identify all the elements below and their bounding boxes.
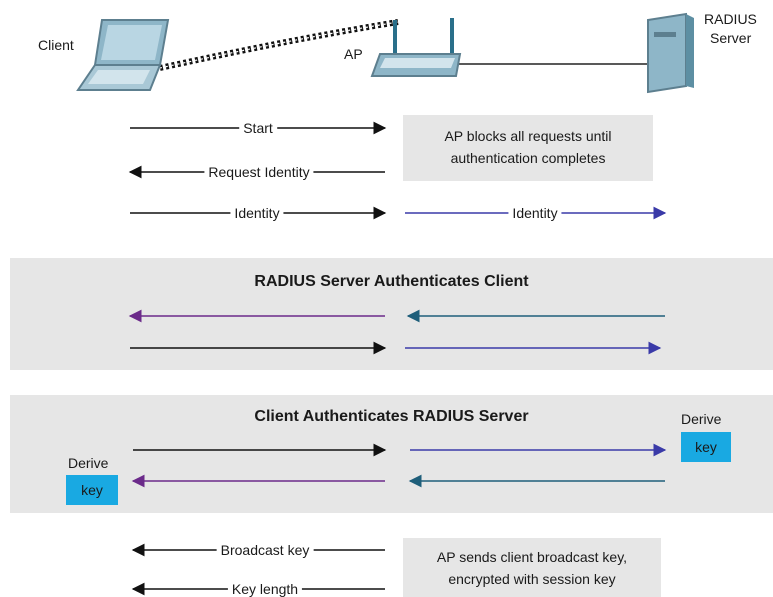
ap-label: AP [344, 46, 363, 62]
laptop-icon [76, 19, 170, 91]
server-key-box: key [681, 432, 731, 462]
client-derive-label: Derive [68, 455, 109, 471]
coiled-cable [159, 19, 399, 71]
start-label: Start [239, 120, 277, 136]
access-point-icon [370, 18, 462, 77]
phase-title-radius-auth-client: RADIUS Server Authenticates Client [254, 273, 529, 290]
ap-blocks-note-line1: AP blocks all requests until [444, 128, 612, 144]
key-length-label: Key length [227, 581, 303, 597]
ap-blocks-note-line2: authentication completes [450, 150, 606, 166]
radius-server-label-line2: Server [710, 30, 752, 46]
identity-label-client-ap: Identity [230, 205, 284, 221]
ap-sends-note-line1: AP sends client broadcast key, [436, 549, 628, 565]
request-identity-label: Request Identity [204, 164, 314, 180]
client-label: Client [38, 37, 74, 53]
client-key-box: key [66, 475, 118, 505]
phase-band-client-auth [10, 395, 773, 513]
ap-sends-note: AP sends client broadcast key, encrypted… [403, 538, 661, 597]
identity-label-ap-radius: Identity [508, 205, 562, 221]
ap-blocks-note: AP blocks all requests until authenticat… [403, 115, 653, 181]
server-derive-label: Derive [681, 411, 722, 427]
radius-server-label-line1: RADIUS [704, 11, 757, 27]
radius-server-icon [647, 12, 694, 94]
phase-title-client-auth-radius: Client Authenticates RADIUS Server [254, 408, 529, 425]
broadcast-key-label: Broadcast key [216, 542, 314, 558]
ap-sends-note-line2: encrypted with session key [448, 571, 616, 587]
